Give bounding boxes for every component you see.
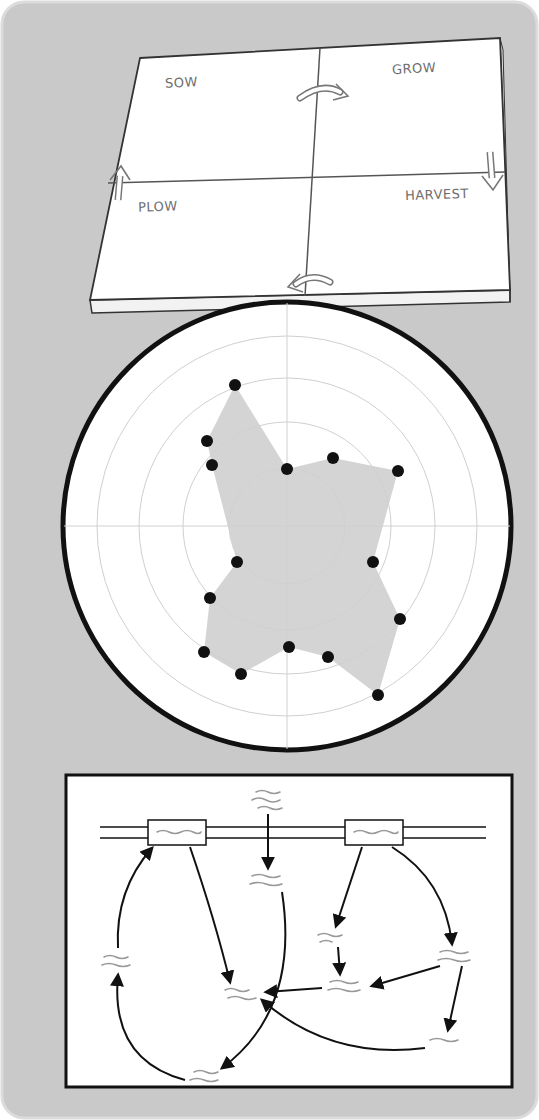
quadrant-label: SOW [165, 75, 198, 90]
causal-loop-sketch [66, 775, 512, 1087]
board-figure [90, 38, 510, 313]
quadrant-label: PLOW [138, 199, 178, 213]
quadrant-label: HARVEST [405, 187, 469, 202]
radar-chart [63, 302, 511, 750]
quadrant-label: GROW [392, 61, 437, 76]
